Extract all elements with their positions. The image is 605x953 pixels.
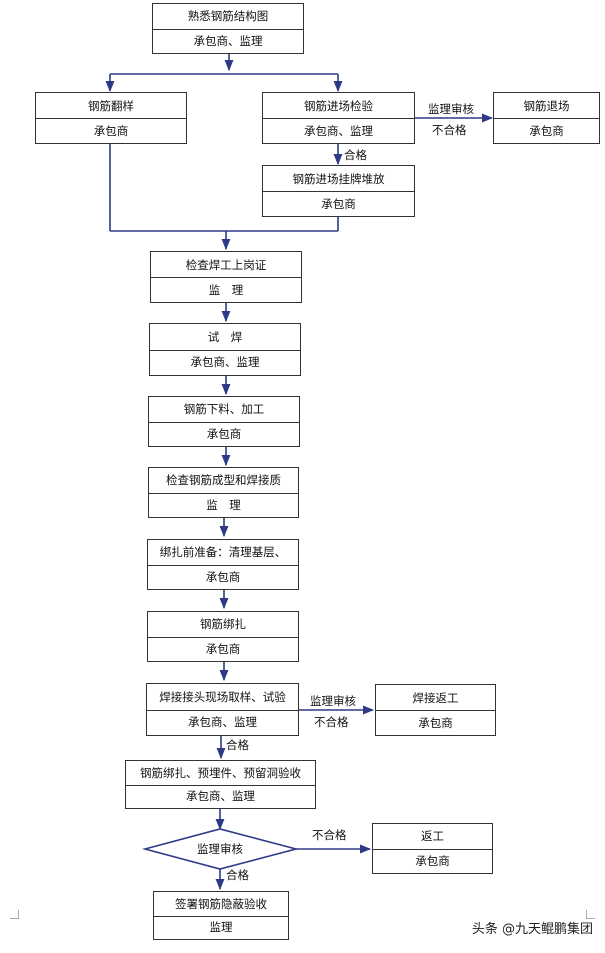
node-title: 钢筋进场检验	[263, 93, 414, 119]
node-title: 钢筋翻样	[36, 93, 186, 119]
node-role: 承包商	[205, 641, 241, 656]
node-role: 承包商	[93, 123, 129, 138]
node-title: 检查焊工上岗证	[151, 252, 301, 278]
edge-label-review: 监理审核	[310, 694, 356, 708]
node-title: 钢筋绑扎	[148, 612, 298, 638]
node-final-acceptance: 钢筋绑扎、预埋件、预留洞验收 承包商、监理	[125, 760, 316, 809]
node-role: 承包商	[205, 569, 241, 584]
node-rework: 返工 承包商	[372, 823, 493, 874]
edge-label-fail: 不合格	[314, 715, 349, 729]
node-familiarize-drawings: 熟悉钢筋结构图 承包商、监理	[152, 3, 304, 54]
node-role: 承包商	[418, 715, 453, 730]
node-role: 承包商、监理	[188, 715, 257, 730]
node-incoming-inspection: 钢筋进场检验 承包商、监理	[262, 92, 415, 144]
node-role: 监 理	[206, 497, 241, 512]
node-joint-sampling: 焊接接头现场取样、试验 承包商、监理	[146, 683, 299, 736]
node-cutting-processing: 钢筋下料、加工 承包商	[148, 396, 300, 447]
node-binding-prep: 绑扎前准备：清理基层、 承包商	[147, 539, 299, 590]
node-role: 承包商、监理	[190, 355, 260, 370]
node-forming-weld-check: 检查钢筋成型和焊接质 监 理	[148, 467, 299, 518]
node-role: 承包商、监理	[193, 33, 263, 48]
node-role: 承包商、监理	[304, 123, 373, 138]
node-role: 承包商	[321, 196, 356, 211]
node-title: 返工	[373, 824, 492, 850]
edge-label-pass: 合格	[226, 738, 249, 752]
edge-label-pass: 合格	[226, 868, 249, 882]
node-trial-weld: 试 焊 承包商、监理	[149, 323, 301, 376]
node-role: 承包商	[529, 123, 564, 138]
node-role: 监理	[209, 920, 233, 935]
watermark-text: 头条 @九天鲲鹏集团	[471, 922, 593, 937]
node-rebar-binding: 钢筋绑扎 承包商	[147, 611, 299, 662]
node-welder-certificate: 检查焊工上岗证 监 理	[150, 251, 302, 303]
edge-label-pass: 合格	[344, 148, 367, 162]
node-title: 绑扎前准备：清理基层、	[148, 540, 298, 566]
decision-label: 监理审核	[197, 842, 243, 856]
node-rebar-return: 钢筋退场 承包商	[493, 92, 600, 144]
node-title: 熟悉钢筋结构图	[153, 4, 303, 30]
node-title: 钢筋退场	[494, 93, 599, 119]
node-title: 钢筋下料、加工	[149, 397, 299, 423]
node-sign-concealed-acceptance: 签署钢筋隐蔽验收 监理	[153, 891, 289, 940]
node-title: 焊接返工	[376, 685, 495, 711]
node-title: 钢筋进场挂牌堆放	[263, 166, 414, 192]
node-role: 监 理	[208, 282, 244, 297]
edge-label-fail: 不合格	[312, 828, 347, 842]
node-title: 焊接接头现场取样、试验	[147, 684, 298, 711]
edge-label-fail: 不合格	[432, 123, 467, 137]
edge-label-review: 监理审核	[428, 102, 474, 116]
node-role: 承包商	[206, 426, 242, 441]
node-weld-rework: 焊接返工 承包商	[375, 684, 496, 736]
node-title: 签署钢筋隐蔽验收	[154, 892, 288, 917]
node-rebar-layout: 钢筋翻样 承包商	[35, 92, 187, 144]
node-tag-stacking: 钢筋进场挂牌堆放 承包商	[262, 165, 415, 217]
node-title: 试 焊	[150, 324, 300, 351]
node-role: 承包商	[415, 853, 450, 868]
crop-mark	[10, 910, 19, 919]
node-title: 钢筋绑扎、预埋件、预留洞验收	[126, 761, 315, 786]
crop-mark	[586, 910, 595, 919]
node-role: 承包商、监理	[186, 789, 255, 804]
decision-diamond	[141, 828, 300, 870]
node-title: 检查钢筋成型和焊接质	[149, 468, 298, 494]
